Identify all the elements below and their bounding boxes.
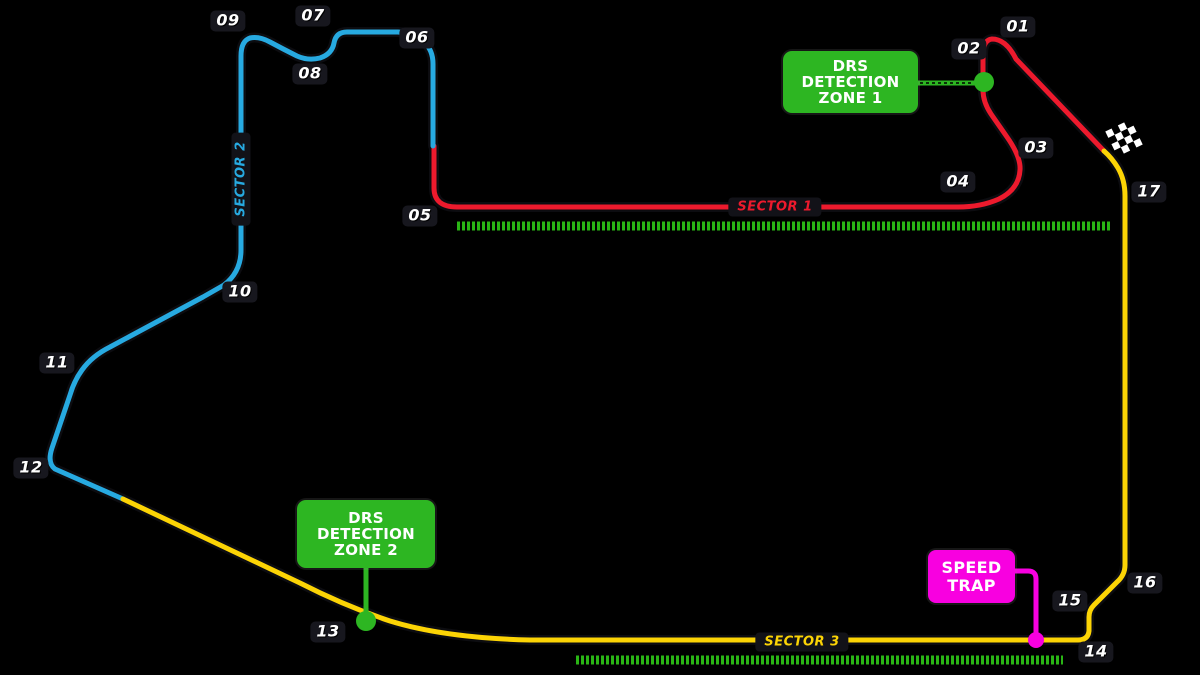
drs-zone-2-line1: DRS <box>348 509 384 527</box>
sector-3-label: SECTOR 3 <box>755 632 849 652</box>
turn-marker-04: 04 <box>940 171 976 193</box>
turn-marker-05: 05 <box>402 205 438 227</box>
turn-marker-03: 03 <box>1018 137 1054 159</box>
turn-marker-14: 14 <box>1078 641 1114 663</box>
turn-marker-13: 13 <box>310 621 346 643</box>
turn-marker-17: 17 <box>1131 181 1167 203</box>
speed-trap-box: SPEED TRAP <box>928 550 1015 603</box>
turn-marker-08: 08 <box>292 63 328 85</box>
turn-marker-01: 01 <box>1000 16 1036 38</box>
drs-zone-1-line3: ZONE 1 <box>818 89 883 107</box>
track-sector-1 <box>431 36 1107 210</box>
sector-1-label: SECTOR 1 <box>728 197 822 217</box>
speed-trap-line1: SPEED <box>941 557 1002 577</box>
speed-trap-line2: TRAP <box>947 575 996 595</box>
turn-marker-02: 02 <box>951 38 987 60</box>
turn-marker-11: 11 <box>39 352 75 374</box>
checkered-flag-icon <box>1105 122 1143 154</box>
speed-trap-connector <box>1011 568 1039 635</box>
turn-marker-12: 12 <box>13 457 49 479</box>
track-sector-2 <box>47 29 436 502</box>
turn-marker-10: 10 <box>222 281 258 303</box>
drs-detection-zone-1-box: DRS DETECTION ZONE 1 <box>783 51 918 113</box>
drs-detection-zone-2-box: DRS DETECTION ZONE 2 <box>297 500 435 568</box>
speed-trap-dot <box>1028 632 1044 648</box>
track-casing-sector-1 <box>429 34 1109 212</box>
turn-marker-09: 09 <box>210 10 246 32</box>
drs-zone-1-line2: DETECTION <box>801 73 900 91</box>
drs-zone-2-line2: DETECTION <box>316 525 415 543</box>
drs-zone-2-detection-dot <box>356 611 376 631</box>
drs-zone-2-line3: ZONE 2 <box>334 541 398 559</box>
turn-marker-16: 16 <box>1127 572 1163 594</box>
drs-zone-1-detection-dot <box>974 72 994 92</box>
turn-marker-15: 15 <box>1052 590 1088 612</box>
turn-marker-06: 06 <box>399 27 435 49</box>
track-sector-3 <box>120 148 1128 643</box>
turn-marker-07: 07 <box>295 5 331 27</box>
sector-2-label: SECTOR 2 <box>231 132 251 226</box>
drs-zone-1-line1: DRS <box>832 57 869 75</box>
